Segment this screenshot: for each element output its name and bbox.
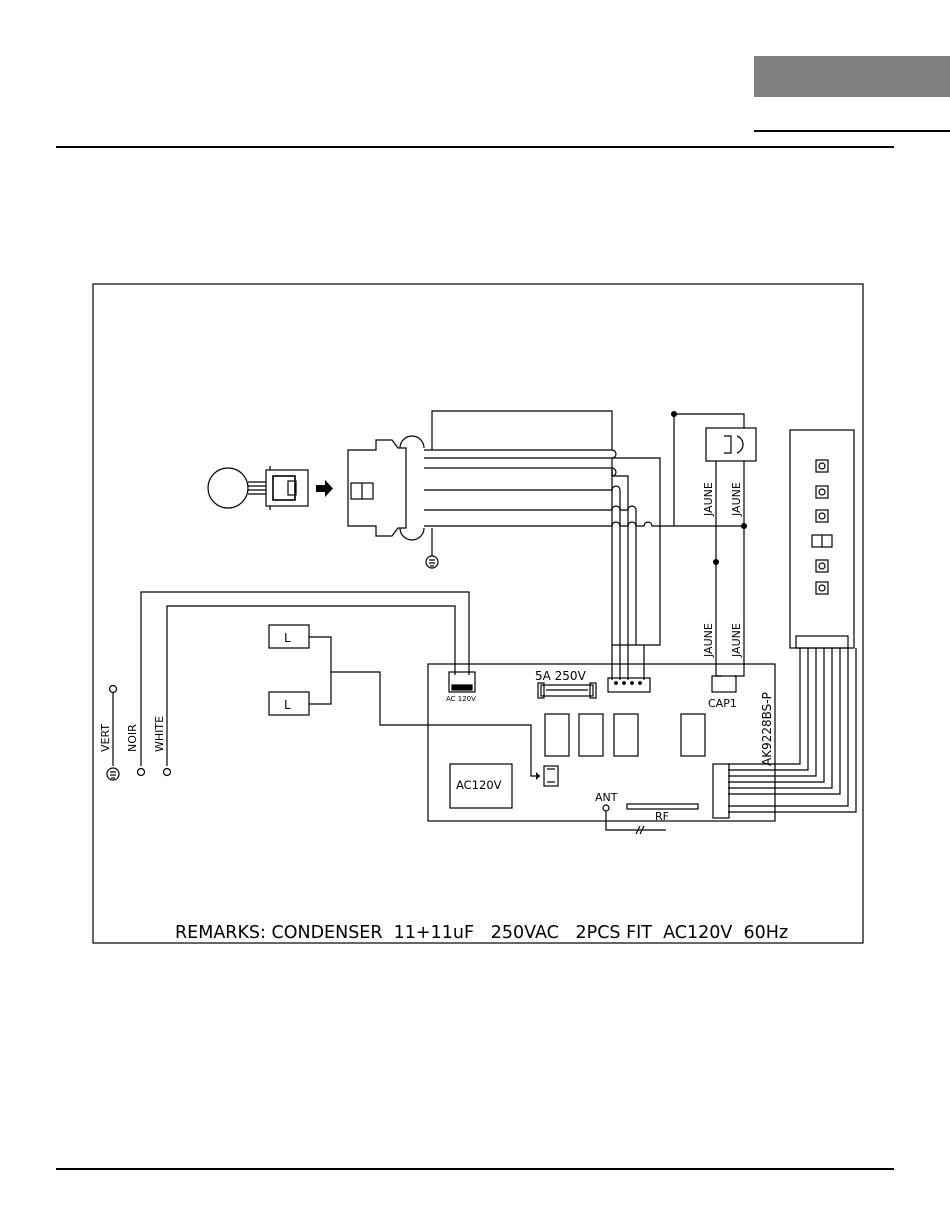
wire-label-white: WHITE [153,716,166,752]
motor-housing-connector [348,436,424,540]
cap1-label: CAP1 [708,697,737,710]
wire-label-jaune: JAUNE [702,482,715,517]
antenna-label: ANT [595,791,618,804]
transformer-label: AC120V [456,778,502,792]
diagram-frame [93,284,863,943]
fuse-icon [538,683,596,698]
motor-icon [208,468,248,508]
wire-label-jaune: JAUNE [730,623,743,658]
wire-label-noir: NOIR [126,724,139,752]
wire-label-vert: VERT [99,724,112,752]
control-panel [790,430,854,648]
rf-label: RF [655,810,669,823]
ground-icon [107,768,119,780]
wire-label-jaune: JAUNE [702,623,715,658]
ribbon-cable [728,648,856,812]
remarks-text: REMARKS: CONDENSER 11+11uF 250VAC 2PCS F… [175,923,788,943]
ground-icon [426,556,438,568]
power-connector-label: AC 120V [446,695,476,703]
fuse-label: 5A 250V [535,669,587,683]
motor-plug-icon [248,466,308,510]
lamp-2-label: L [284,698,291,712]
lamp-1-label: L [284,631,291,645]
arrow-right-icon [316,480,333,497]
board-model-label: AK9228BS-P [760,692,774,766]
wire-label-jaune: JAUNE [730,482,743,517]
